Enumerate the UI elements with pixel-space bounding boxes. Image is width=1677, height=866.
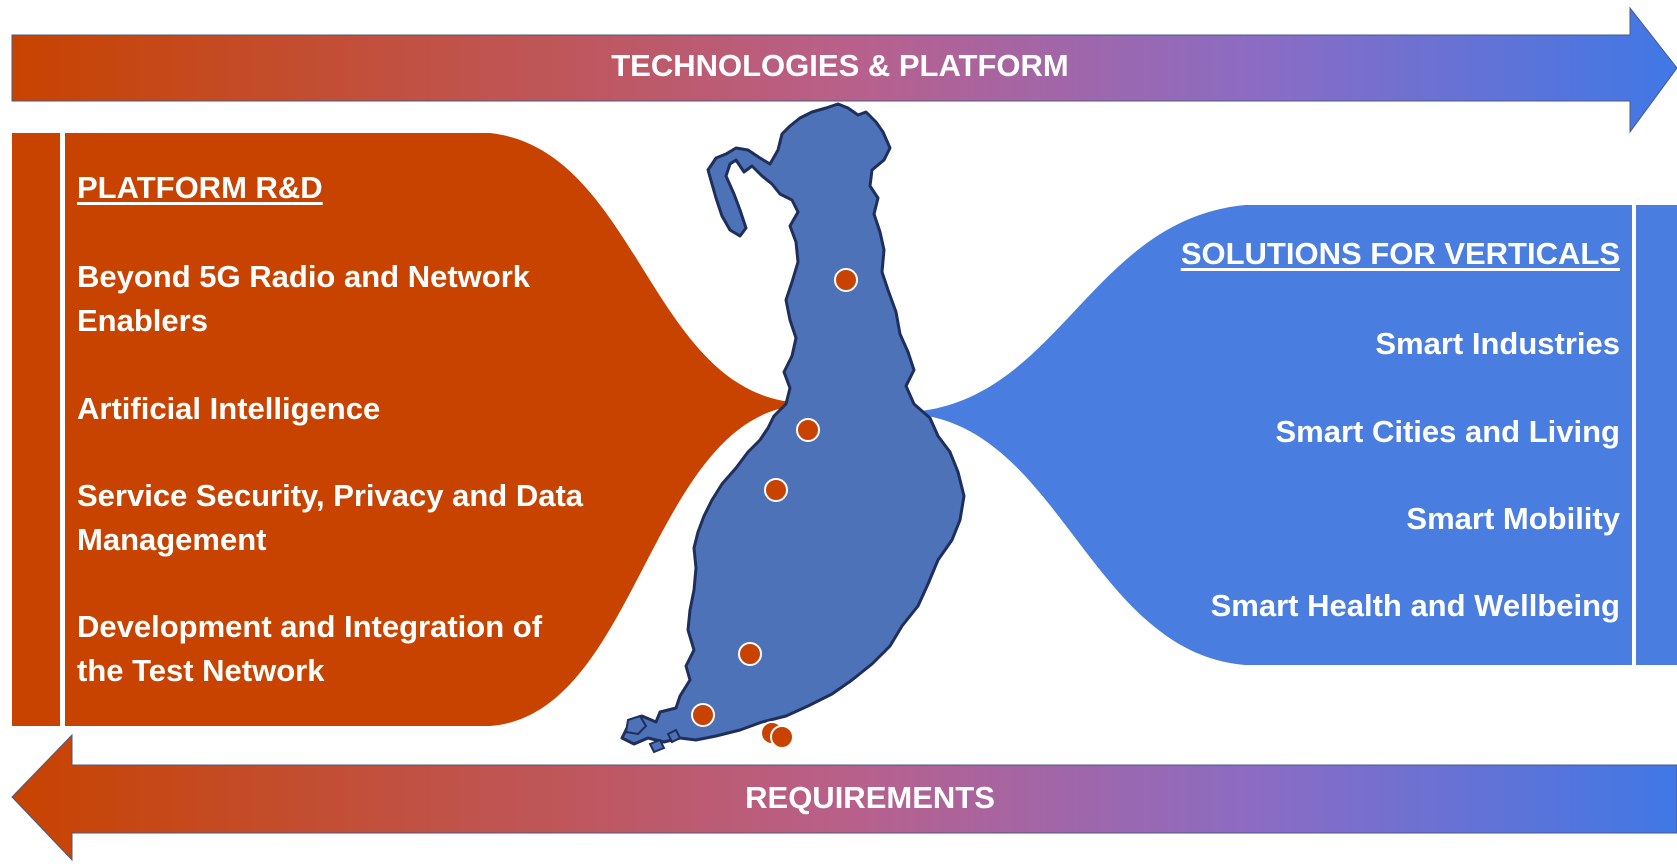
site-markers — [691, 268, 858, 749]
right-item-1: Smart Industries — [1375, 326, 1620, 361]
site-marker-coast — [764, 478, 788, 502]
left-panel-shape — [12, 133, 805, 726]
bottom-arrow-label: REQUIREMENTS — [745, 780, 995, 815]
top-arrow-label: TECHNOLOGIES & PLATFORM — [611, 48, 1069, 83]
site-marker-tampere — [738, 642, 762, 666]
bottom-arrow — [11, 733, 1677, 862]
site-marker-oulu-north — [834, 268, 858, 292]
finland-map-icon — [620, 102, 966, 754]
left-item-1: Beyond 5G Radio and Network Enablers — [77, 259, 531, 338]
left-item-3: Service Security, Privacy and Data Manag… — [77, 478, 584, 557]
site-marker-oulu — [796, 418, 820, 442]
right-item-4: Smart Health and Wellbeing — [1210, 588, 1620, 623]
left-panel-heading: PLATFORM R&D — [77, 170, 323, 205]
right-item-2: Smart Cities and Living — [1275, 414, 1620, 449]
right-panel-shape — [912, 205, 1677, 665]
left-item-2: Artificial Intelligence — [77, 391, 381, 426]
right-item-3: Smart Mobility — [1406, 501, 1620, 536]
left-item-4: Development and Integration of the Test … — [77, 609, 543, 688]
top-arrow — [11, 6, 1677, 134]
right-panel-heading: SOLUTIONS FOR VERTICALS — [1180, 236, 1620, 271]
site-marker-helsinki — [770, 725, 794, 749]
site-marker-turku — [691, 703, 715, 727]
